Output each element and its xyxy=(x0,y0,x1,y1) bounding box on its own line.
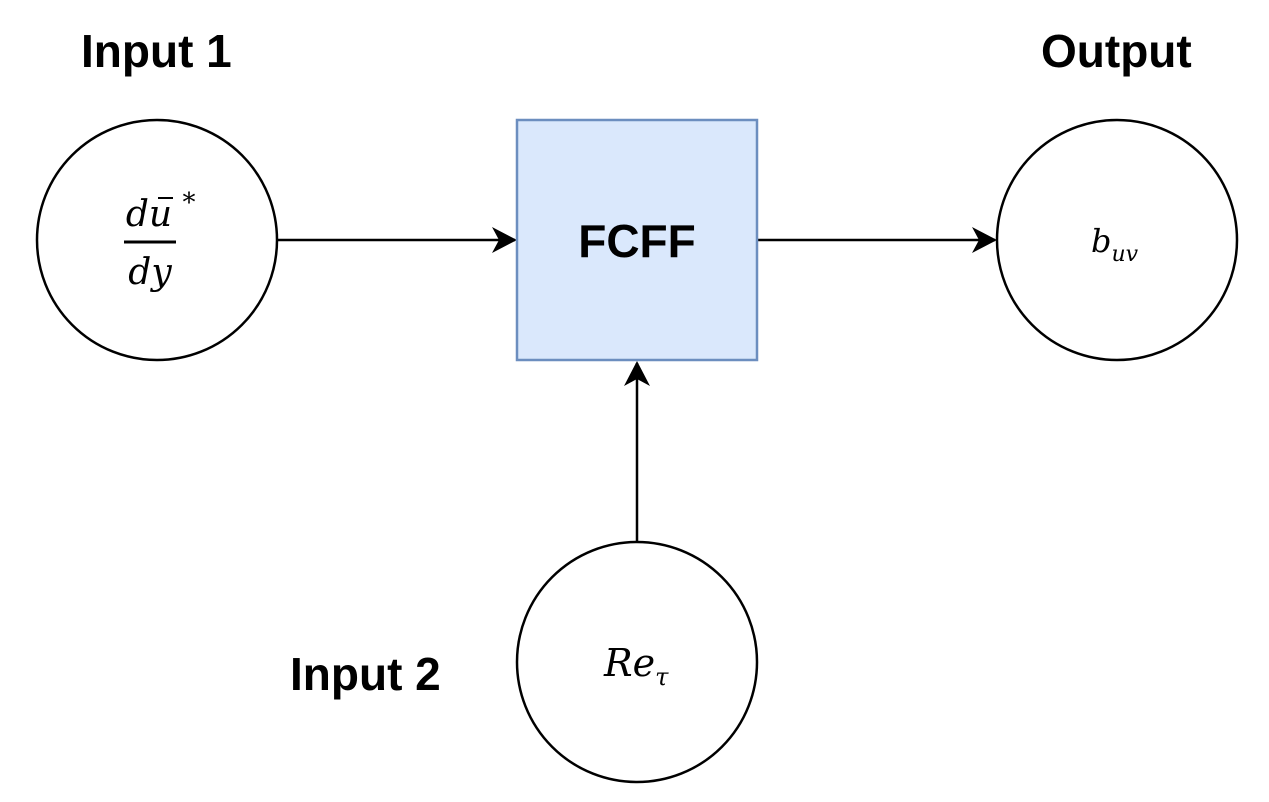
fcff-model-label: FCFF xyxy=(578,215,696,267)
input-1-circle xyxy=(35,118,279,362)
arrowhead-model-to-output xyxy=(972,227,997,253)
input-1-heading: Input 1 xyxy=(81,25,232,77)
input-1-node: du * dy xyxy=(35,118,279,362)
output-symbol: b xyxy=(1091,222,1111,260)
input-2-heading: Input 2 xyxy=(290,648,441,700)
input-2-symbol: Re xyxy=(603,641,655,685)
input-2-subscript: τ xyxy=(655,663,669,691)
output-subscript: uv xyxy=(1111,242,1138,267)
input-2-node: Reτ xyxy=(515,540,759,784)
input-1-numerator: du xyxy=(126,194,172,235)
arrowhead-input1-to-model xyxy=(492,227,517,253)
fcff-model-rect xyxy=(515,118,759,362)
arrowhead-input2-to-model xyxy=(624,361,650,386)
input-1-superscript: * xyxy=(183,188,196,218)
input-1-denominator: dy xyxy=(128,252,172,293)
output-node: buv xyxy=(995,118,1239,362)
input-2-circle xyxy=(515,540,759,784)
svg-text:buv: buv xyxy=(1091,222,1139,267)
output-circle xyxy=(995,118,1239,362)
fcff-model-box: FCFF xyxy=(515,118,759,362)
svg-text:Reτ: Reτ xyxy=(603,641,669,691)
output-heading: Output xyxy=(1041,25,1192,77)
